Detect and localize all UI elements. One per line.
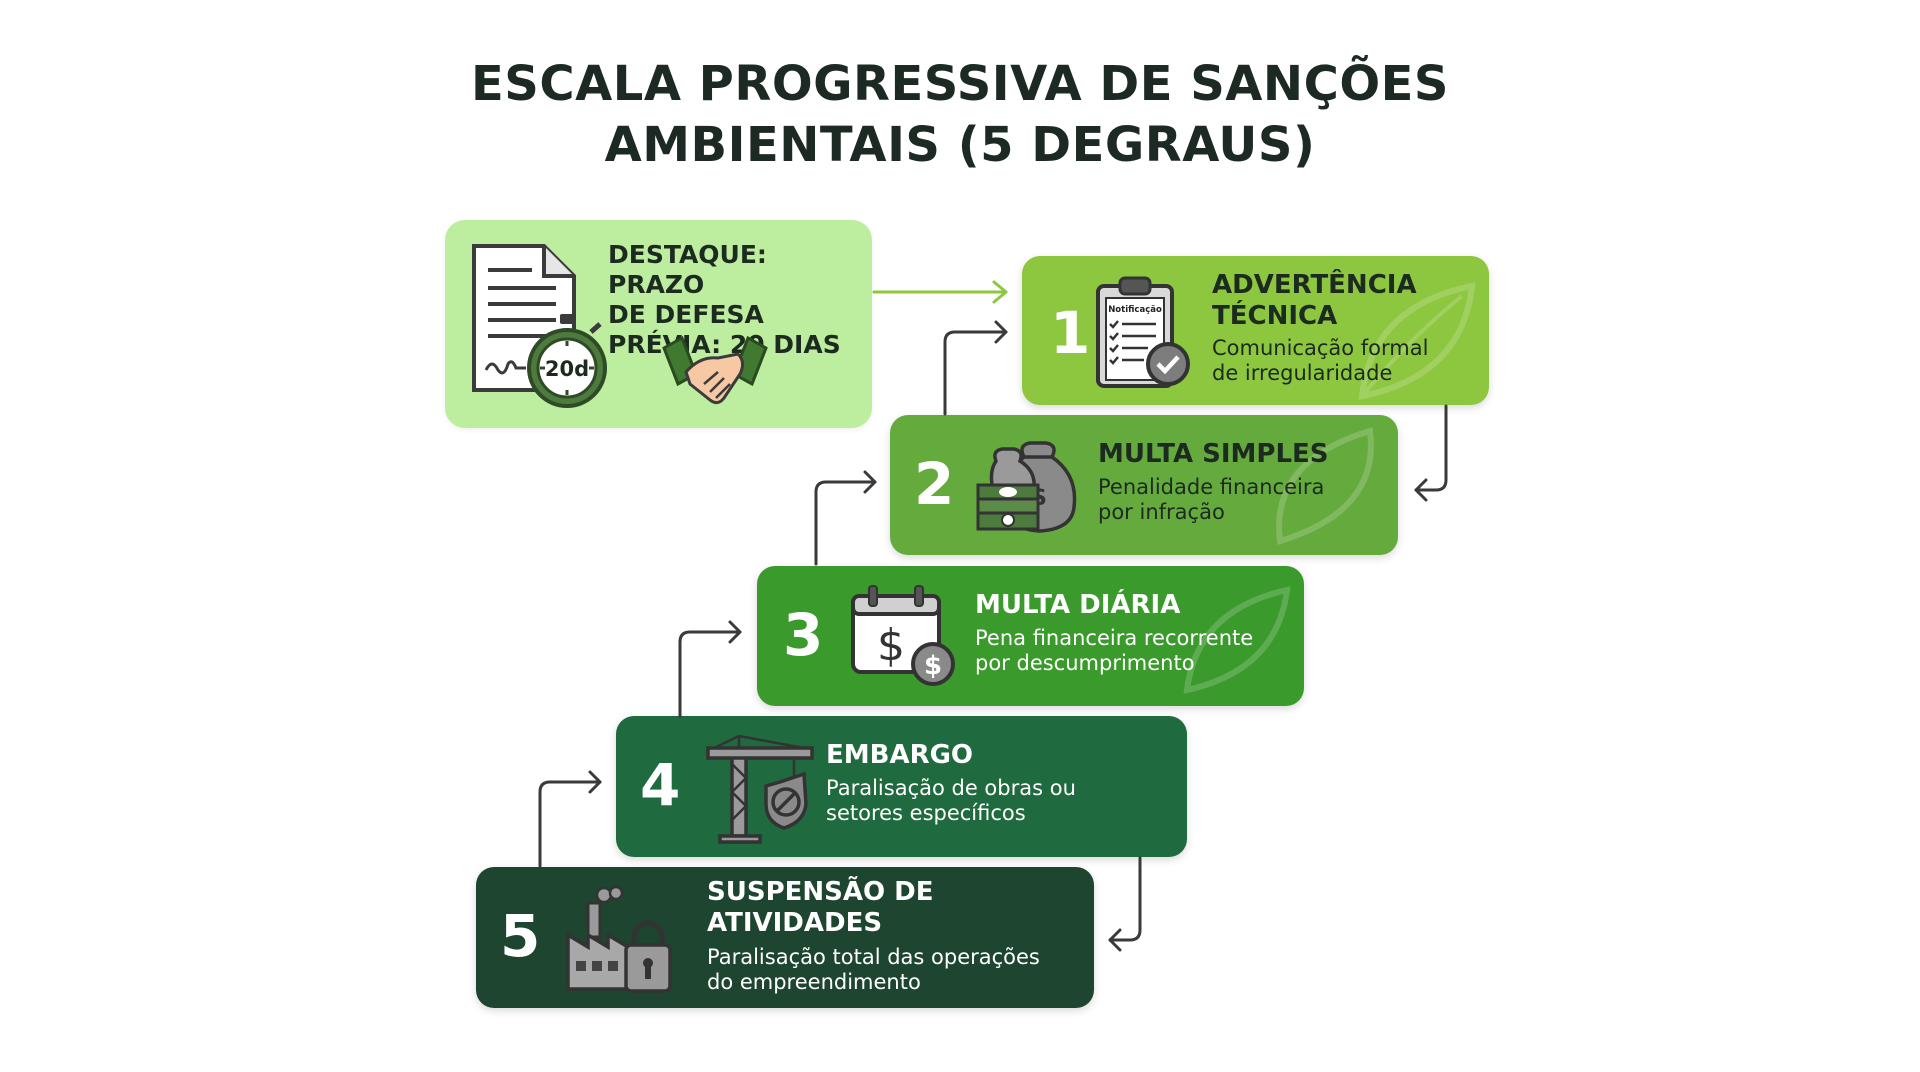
step-1-technical-warning: 1 Notificação ADVERTÊNCIA TÉCNICA Comuni… xyxy=(1022,256,1489,405)
step-5-heading-line-1: SUSPENSÃO DE xyxy=(707,877,934,907)
step-3-to-2-arrow xyxy=(814,480,877,566)
money-bags-icon: $ xyxy=(976,441,1077,533)
step-5-description-line-1: Paralisação total das operações xyxy=(707,945,1040,969)
step-1-description-line-2: de irregularidade xyxy=(1212,361,1393,385)
diagram-title: ESCALA PROGRESSIVA DE SANÇÕES AMBIENTAIS… xyxy=(0,54,1920,176)
step-3-daily-fine: 3 $ $ MULTA DIÁRIA Pena financeira recor… xyxy=(757,566,1304,706)
handshake-icon xyxy=(662,335,768,405)
step-1-heading-line-2: TÉCNICA xyxy=(1212,301,1338,331)
step-1-heading-line-1: ADVERTÊNCIA xyxy=(1212,270,1417,300)
svg-text:$: $ xyxy=(877,620,905,671)
step-4-heading-line-1: EMBARGO xyxy=(826,740,974,770)
step-4-to-3-arrow xyxy=(678,630,742,718)
step-1-heading: ADVERTÊNCIA TÉCNICA xyxy=(1212,270,1417,332)
calendar-dollar-icon: $ $ xyxy=(851,585,955,686)
step-3-description-line-1: Pena financeira recorrente xyxy=(975,626,1254,650)
highlight-line-3: PRÉVIA: 20 DIAS xyxy=(608,330,841,359)
notification-label: Notificação xyxy=(1108,305,1162,315)
step-4-description: Paralisação de obras ou setores específi… xyxy=(826,776,1076,826)
highlight-to-step-1-arrow xyxy=(872,280,1008,304)
step-3-description: Pena financeira recorrente por descumpri… xyxy=(975,626,1253,676)
step-1-description-line-1: Comunicação formal xyxy=(1212,336,1429,360)
step-4-return-arrow xyxy=(1108,856,1142,942)
highlight-text: DESTAQUE: PRAZO DE DEFESA PRÉVIA: 20 DIA… xyxy=(608,240,870,360)
step-number: 5 xyxy=(500,902,541,970)
step-5-activity-suspension: 5 SUSPENSÃO DE ATIVIDADES Paralisação to… xyxy=(476,867,1094,1008)
highlight-line-2: DE DEFESA xyxy=(608,300,764,329)
timer-label: 20d xyxy=(545,357,589,381)
factory-lock-icon xyxy=(566,885,672,993)
step-3-description-line-2: por descumprimento xyxy=(975,651,1195,675)
step-3-heading-line-1: MULTA DIÁRIA xyxy=(975,590,1181,620)
step-5-description-line-2: do empreendimento xyxy=(707,970,921,994)
step-2-simple-fine: 2 $ MULTA SIMPLES Penalidade financeira … xyxy=(890,415,1398,555)
step-number: 1 xyxy=(1050,299,1091,367)
step-2-to-1-arrow xyxy=(943,330,1008,416)
svg-text:$: $ xyxy=(924,651,942,681)
highlight-line-1: DESTAQUE: PRAZO xyxy=(608,240,767,299)
step-2-description-line-1: Penalidade financeira xyxy=(1098,475,1325,499)
step-5-description: Paralisação total das operações do empre… xyxy=(707,945,1040,995)
document-stopwatch-icon: 20d xyxy=(472,244,607,408)
title-line-1: ESCALA PROGRESSIVA DE SANÇÕES xyxy=(471,56,1449,112)
clipboard-check-icon: Notificação xyxy=(1096,276,1190,388)
step-4-description-line-2: setores específicos xyxy=(826,801,1026,825)
step-1-return-arrow xyxy=(1414,404,1448,492)
step-2-heading-line-1: MULTA SIMPLES xyxy=(1098,439,1329,469)
step-5-to-4-arrow xyxy=(538,780,602,868)
step-2-description-line-2: por infração xyxy=(1098,500,1225,524)
leaf-decoration-icon xyxy=(1276,427,1374,545)
step-2-description: Penalidade financeira por infração xyxy=(1098,475,1324,525)
leaf-decoration-icon xyxy=(1183,586,1291,694)
title-line-2: AMBIENTAIS (5 DEGRAUS) xyxy=(604,117,1316,173)
leaf-decoration-icon xyxy=(1358,282,1476,400)
crane-blocked-icon xyxy=(706,734,814,844)
step-number: 3 xyxy=(783,601,824,669)
step-4-embargo: 4 EMBARGO Paralisação de obras ou setore… xyxy=(616,716,1187,857)
step-3-heading: MULTA DIÁRIA xyxy=(975,590,1180,621)
step-2-heading: MULTA SIMPLES xyxy=(1098,439,1329,470)
step-4-description-line-1: Paralisação de obras ou xyxy=(826,776,1076,800)
step-number: 2 xyxy=(914,450,955,518)
step-4-heading: EMBARGO xyxy=(826,740,973,771)
step-number: 4 xyxy=(640,751,681,819)
step-1-description: Comunicação formal de irregularidade xyxy=(1212,336,1428,386)
step-5-heading: SUSPENSÃO DE ATIVIDADES xyxy=(707,877,933,939)
step-5-heading-line-2: ATIVIDADES xyxy=(707,908,883,938)
